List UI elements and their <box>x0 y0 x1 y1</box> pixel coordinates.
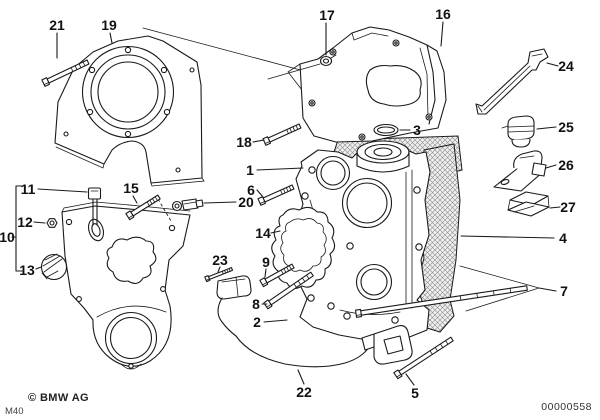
diagram-number: 00000558 <box>541 401 592 413</box>
bolt-5-icon <box>393 336 454 380</box>
part-24-support-bracket <box>475 48 549 115</box>
leader-line-15 <box>132 195 138 204</box>
callout-18: 18 <box>236 134 252 150</box>
callout-3: 3 <box>413 122 421 138</box>
leader-line-23 <box>217 266 221 273</box>
callout-15: 15 <box>123 180 139 196</box>
pin-23-icon <box>204 267 234 283</box>
leader-line-22 <box>297 369 305 385</box>
callout-16: 16 <box>435 6 451 22</box>
part-19-upper-cover-left <box>54 35 205 187</box>
callout-9: 9 <box>262 254 270 270</box>
model-code: M40 <box>5 406 24 417</box>
leader-line-6 <box>256 189 264 198</box>
leader-line-9 <box>264 268 267 278</box>
part-3-o-ring <box>373 123 399 137</box>
callout-10: 10 <box>0 229 15 245</box>
leader-line-14 <box>270 230 281 234</box>
callout-8: 8 <box>252 296 260 312</box>
leader-line-1 <box>256 167 304 171</box>
callout-22: 22 <box>296 384 312 400</box>
part-23-sensor <box>216 275 252 337</box>
leader-line-20 <box>203 201 237 204</box>
callout-24: 24 <box>558 58 574 74</box>
part-16-upper-cover-right <box>299 26 447 143</box>
leader-line-18 <box>252 139 265 143</box>
bolt-21-icon <box>41 59 90 87</box>
callout-4: 4 <box>559 230 567 246</box>
leader-line-19 <box>109 32 113 44</box>
part-20-fitting <box>171 198 204 212</box>
leader-line-5 <box>405 373 415 386</box>
group-bracket-10 <box>15 185 23 272</box>
part-10-lower-cover-group <box>15 185 191 370</box>
leader-line-26 <box>545 164 557 169</box>
part-17-grommet <box>267 54 337 80</box>
callout-25: 25 <box>558 119 574 135</box>
callout-21: 21 <box>49 17 65 33</box>
leader-line-13 <box>35 266 42 270</box>
leader-line-4 <box>460 235 555 239</box>
callout-1: 1 <box>246 162 254 178</box>
part-25-clip <box>501 115 535 148</box>
bolts <box>41 59 528 380</box>
pointer-lines-7 <box>459 265 540 312</box>
leader-line-25 <box>536 126 557 130</box>
callout-26: 26 <box>558 157 574 173</box>
callout-23: 23 <box>212 252 228 268</box>
callout-11: 11 <box>21 181 36 197</box>
bolt-6-icon <box>257 184 295 206</box>
part-11-plug <box>87 187 102 226</box>
callout-27: 27 <box>560 199 576 215</box>
part-27-clip <box>507 191 550 217</box>
upper-cover-wing-edge <box>142 27 309 91</box>
bolt-7-icon <box>354 285 528 318</box>
bolt-8-icon <box>263 271 314 310</box>
callout-12: 12 <box>17 214 33 230</box>
callout-20: 20 <box>238 194 254 210</box>
part-12-nut <box>46 218 58 228</box>
callout-14: 14 <box>255 225 271 241</box>
callout-17: 17 <box>319 7 335 23</box>
alignment-dashed-line <box>157 198 172 222</box>
leader-line-27 <box>549 206 561 209</box>
callout-6: 6 <box>247 182 255 198</box>
part-13-cap <box>40 253 68 281</box>
leader-line-24 <box>546 62 559 67</box>
leader-line-11 <box>37 188 88 193</box>
callout-19: 19 <box>101 17 117 33</box>
callout-5: 5 <box>411 385 419 401</box>
callout-13: 13 <box>19 262 35 278</box>
leader-line-16 <box>440 21 444 47</box>
leader-lines <box>11 21 561 386</box>
part-1-timing-case <box>294 140 431 341</box>
bolt-18-icon <box>262 123 302 146</box>
copyright-text: © BMW AG <box>28 392 89 404</box>
leader-line-12 <box>33 221 46 224</box>
bolt-15-icon <box>125 194 161 221</box>
leader-line-2 <box>263 319 288 323</box>
callout-2: 2 <box>253 314 261 330</box>
callout-7: 7 <box>560 283 568 299</box>
bolt-9-icon <box>259 263 295 288</box>
leader-line-7 <box>538 287 557 292</box>
part-22-sensor-cable <box>235 325 413 368</box>
part-26-bracket <box>493 150 547 192</box>
